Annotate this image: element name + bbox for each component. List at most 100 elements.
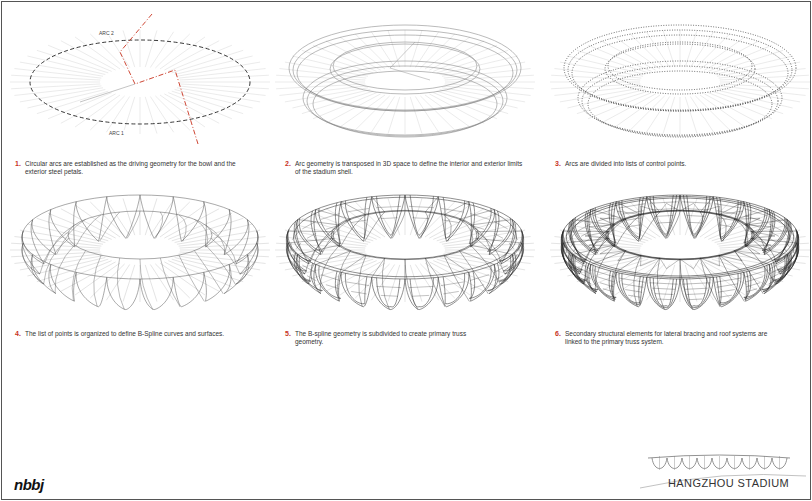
rim-ring xyxy=(606,210,755,260)
radial-line xyxy=(719,254,806,264)
control-points xyxy=(578,61,782,135)
radial-line xyxy=(106,32,129,68)
radial-line xyxy=(646,264,669,300)
radial-line xyxy=(179,69,266,79)
petal-curve xyxy=(774,222,797,260)
petal-curve xyxy=(438,197,469,242)
inner-rib xyxy=(320,245,340,293)
bracing-member xyxy=(470,214,489,220)
radial-line xyxy=(371,200,394,236)
radial-line xyxy=(155,34,189,68)
petal-curve xyxy=(717,273,742,305)
rim-ring xyxy=(333,211,477,259)
radial-line xyxy=(106,264,129,300)
bracing-member xyxy=(769,267,782,274)
panel-drawing xyxy=(275,25,535,137)
inner-rib xyxy=(459,251,488,294)
inner-rib xyxy=(634,255,641,306)
bracing-member xyxy=(628,295,641,297)
truss-member xyxy=(459,251,494,265)
bracing-member xyxy=(619,204,645,208)
bracing-member xyxy=(719,225,732,227)
roof-member xyxy=(618,206,641,215)
bracing-member xyxy=(625,218,642,221)
bracing-member xyxy=(745,271,766,278)
radial-line xyxy=(150,96,173,132)
step-caption: The B-spline geometry is subdivided to c… xyxy=(295,330,495,346)
radial-line xyxy=(388,97,400,134)
petal-curve xyxy=(299,211,322,252)
petal-curve xyxy=(22,220,44,264)
bracing-member xyxy=(769,224,782,231)
radial-line xyxy=(420,96,454,130)
shell-arc xyxy=(293,30,517,110)
petal-curve xyxy=(650,278,677,308)
truss-member xyxy=(372,197,385,212)
truss-member xyxy=(680,259,681,279)
petal-curve xyxy=(619,273,644,305)
radial-line xyxy=(371,32,394,68)
inner-rib xyxy=(584,238,609,283)
radial-line xyxy=(90,34,124,68)
radial-line xyxy=(690,200,713,236)
truss-member xyxy=(372,258,385,277)
petal-curve xyxy=(499,221,522,261)
radial-line xyxy=(160,37,205,69)
radial-line xyxy=(437,91,508,114)
inner-rib xyxy=(476,232,501,265)
rim-ring xyxy=(331,210,479,259)
bracing-member xyxy=(746,283,760,287)
petal-curve xyxy=(50,202,76,247)
petal-curve xyxy=(775,221,798,262)
inner-rib xyxy=(595,245,615,293)
bracing-member xyxy=(443,291,458,293)
step-caption: Circular arcs are established as the dri… xyxy=(25,160,240,176)
step-number: 2. xyxy=(285,160,291,169)
radial-line xyxy=(388,30,400,67)
petal-curve xyxy=(622,274,640,304)
inner-rib xyxy=(44,238,69,283)
petal-curve xyxy=(345,273,367,304)
petal-curve xyxy=(717,197,742,239)
petal-curve xyxy=(501,243,523,284)
bracing-member xyxy=(745,209,766,216)
step-caption: The list of points is organized to defin… xyxy=(25,330,225,338)
radial-line xyxy=(415,264,438,300)
radial-line xyxy=(10,82,100,83)
radial-line xyxy=(355,96,389,130)
radial-line xyxy=(615,95,660,127)
radial-line xyxy=(685,97,697,134)
radial-line xyxy=(145,97,157,134)
control-points xyxy=(568,30,792,110)
petal-curve xyxy=(469,265,495,302)
bracing-member xyxy=(568,252,569,259)
control-points xyxy=(588,71,772,137)
radial-line xyxy=(551,75,640,80)
radial-line xyxy=(14,86,101,96)
petal-curve xyxy=(32,210,56,255)
section-line xyxy=(120,14,198,144)
panel-drawing xyxy=(10,14,270,144)
inner-rib xyxy=(45,225,75,263)
radial-line xyxy=(150,264,173,300)
petal-curve xyxy=(372,195,405,238)
bracing-member xyxy=(783,248,787,253)
petal-curve xyxy=(319,203,341,244)
radial-line xyxy=(292,56,370,75)
radial-line xyxy=(14,237,101,247)
radial-line xyxy=(179,86,266,96)
radial-line xyxy=(172,218,243,241)
radial-line xyxy=(719,86,806,96)
radial-line xyxy=(123,265,135,302)
bracing-member xyxy=(346,282,369,286)
bracing-member xyxy=(715,204,741,208)
petal-curve xyxy=(236,243,258,284)
logo-rib xyxy=(734,456,735,470)
radial-line xyxy=(663,30,675,67)
petal-curve xyxy=(744,266,765,298)
step-number: 6. xyxy=(555,330,561,339)
petal-curve xyxy=(562,243,584,284)
inner-rib xyxy=(310,225,340,263)
petal-curve xyxy=(140,195,173,238)
radial-line xyxy=(106,96,129,132)
